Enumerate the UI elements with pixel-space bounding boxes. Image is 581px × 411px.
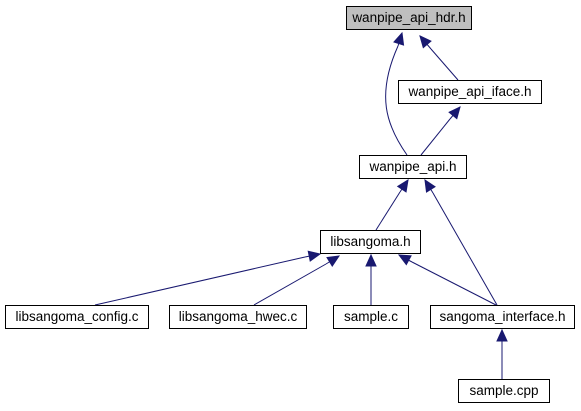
edge-connector: [449, 106, 461, 120]
node-box[interactable]: [430, 305, 575, 329]
nodes-layer: wanpipe_api_hdr.h wanpipe_api_iface.hwanp…: [5, 6, 575, 403]
edge-line: [385, 45, 408, 156]
node-label: libsangoma.h: [330, 234, 410, 249]
edge-line: [375, 191, 401, 231]
edge-line: [94, 256, 306, 306]
edge-interface-to-libsangoma: [397, 254, 497, 306]
node-box[interactable]: [359, 155, 467, 179]
edge-connector: [399, 179, 409, 193]
node-sample-c[interactable]: sample.c: [333, 305, 409, 329]
node-libsangoma-hwec-c[interactable]: libsangoma_hwec.c: [169, 305, 307, 329]
edge-hwec-to-libsangoma: [253, 255, 341, 306]
node-box[interactable]: [346, 6, 472, 30]
node-wanpipe-api-hdr[interactable]: wanpipe_api_hdr.h: [346, 6, 472, 30]
node-label: libsangoma_hwec.c: [179, 309, 298, 324]
node-wanpipe-api[interactable]: wanpipe_api.h: [359, 155, 467, 179]
edge-api-to-hdr: [385, 31, 408, 156]
edge-connector: [304, 253, 321, 258]
node-label: sample.cpp: [469, 383, 538, 398]
node-box[interactable]: [5, 305, 149, 329]
edge-connector: [424, 179, 434, 194]
edge-sample_cpp-to-interface: [496, 328, 508, 379]
node-label: wanpipe_api_hdr.h: [351, 10, 465, 25]
node-box[interactable]: [169, 305, 307, 329]
edges-layer: [94, 31, 508, 379]
edge-api-to-iface: [420, 106, 461, 156]
node-libsangoma-config-c[interactable]: libsangoma_config.c: [5, 305, 149, 329]
edge-line: [253, 263, 327, 306]
node-label: wanpipe_api.h: [368, 159, 456, 174]
edge-line: [411, 261, 497, 306]
edge-line: [430, 48, 459, 81]
edge-sample_c-to-libsangoma: [365, 253, 377, 305]
edge-config-to-libsangoma: [94, 250, 322, 306]
node-box[interactable]: [320, 230, 421, 254]
node-box[interactable]: [333, 305, 409, 329]
edge-libsangoma-to-api: [375, 178, 409, 231]
node-sangoma-interface-h[interactable]: sangoma_interface.h: [430, 305, 575, 329]
node-label: sample.c: [344, 309, 398, 324]
node-box[interactable]: [458, 379, 550, 403]
node-box[interactable]: [398, 80, 542, 104]
node-label: wanpipe_api_iface.h: [407, 84, 531, 99]
edge-connector: [398, 254, 413, 263]
node-wanpipe-api-iface[interactable]: wanpipe_api_iface.h: [398, 80, 542, 104]
node-label: sangoma_interface.h: [439, 309, 565, 324]
edge-connector: [419, 35, 432, 50]
node-libsangoma-h[interactable]: libsangoma.h: [320, 230, 421, 254]
node-label: libsangoma_config.c: [15, 309, 138, 324]
edge-line: [432, 192, 498, 306]
edge-line: [420, 118, 451, 156]
edge-connector: [325, 255, 340, 265]
edge-interface-to-api: [424, 178, 498, 306]
edge-connector: [397, 32, 403, 47]
node-sample-cpp[interactable]: sample.cpp: [458, 379, 550, 403]
edge-iface-to-hdr: [419, 35, 459, 81]
